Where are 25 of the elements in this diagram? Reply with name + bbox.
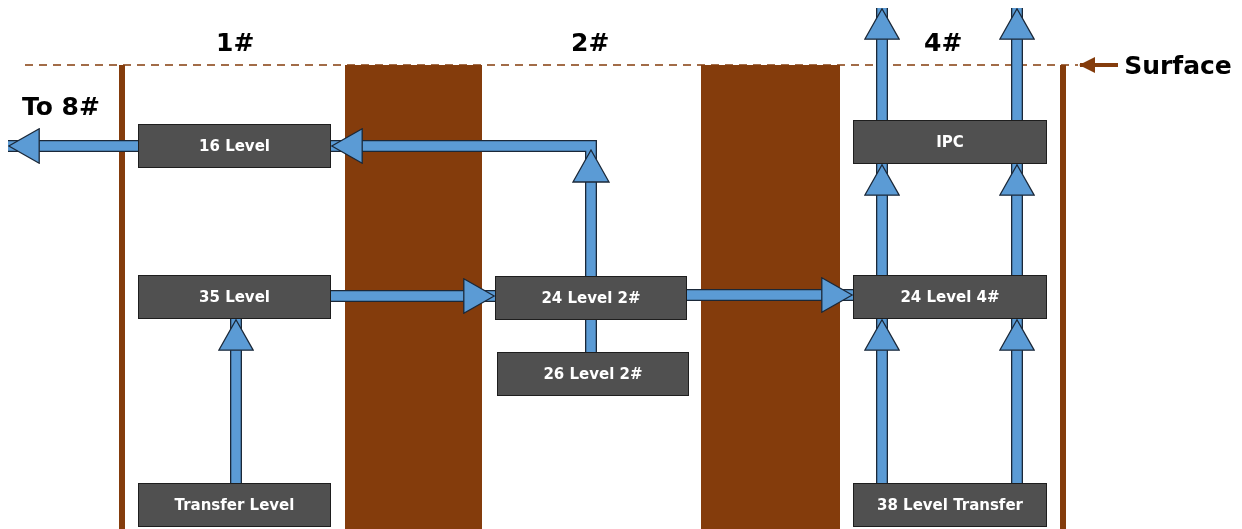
surface-label: Surface xyxy=(1118,48,1238,82)
flow-arrow xyxy=(864,8,900,120)
flow-arrow xyxy=(218,319,254,483)
level-box: Transfer Level xyxy=(138,483,331,527)
pointer-arrow xyxy=(1079,57,1118,73)
level-box: 35 Level xyxy=(138,275,331,319)
flow-arrow xyxy=(331,278,495,314)
flow-arrow xyxy=(687,277,853,313)
shaft-label: 4# xyxy=(924,28,963,57)
flow-arrow xyxy=(999,8,1035,120)
shaft-label: 1# xyxy=(216,28,255,57)
level-box: 38 Level Transfer xyxy=(853,483,1047,527)
level-box: 24 Level 2# xyxy=(495,276,687,320)
connector xyxy=(585,320,597,352)
flow-arrow xyxy=(999,164,1035,275)
flow-arrow xyxy=(331,128,611,276)
shaft-label: 2# xyxy=(571,28,610,57)
level-box: 24 Level 4# xyxy=(853,275,1047,319)
level-box: IPC xyxy=(853,120,1047,164)
level-box: 26 Level 2# xyxy=(497,352,689,396)
flow-arrow xyxy=(864,164,900,275)
flow-arrow xyxy=(864,319,900,483)
level-box: 16 Level xyxy=(138,124,331,168)
flow-arrow xyxy=(999,319,1035,483)
flow-arrow xyxy=(8,128,138,164)
